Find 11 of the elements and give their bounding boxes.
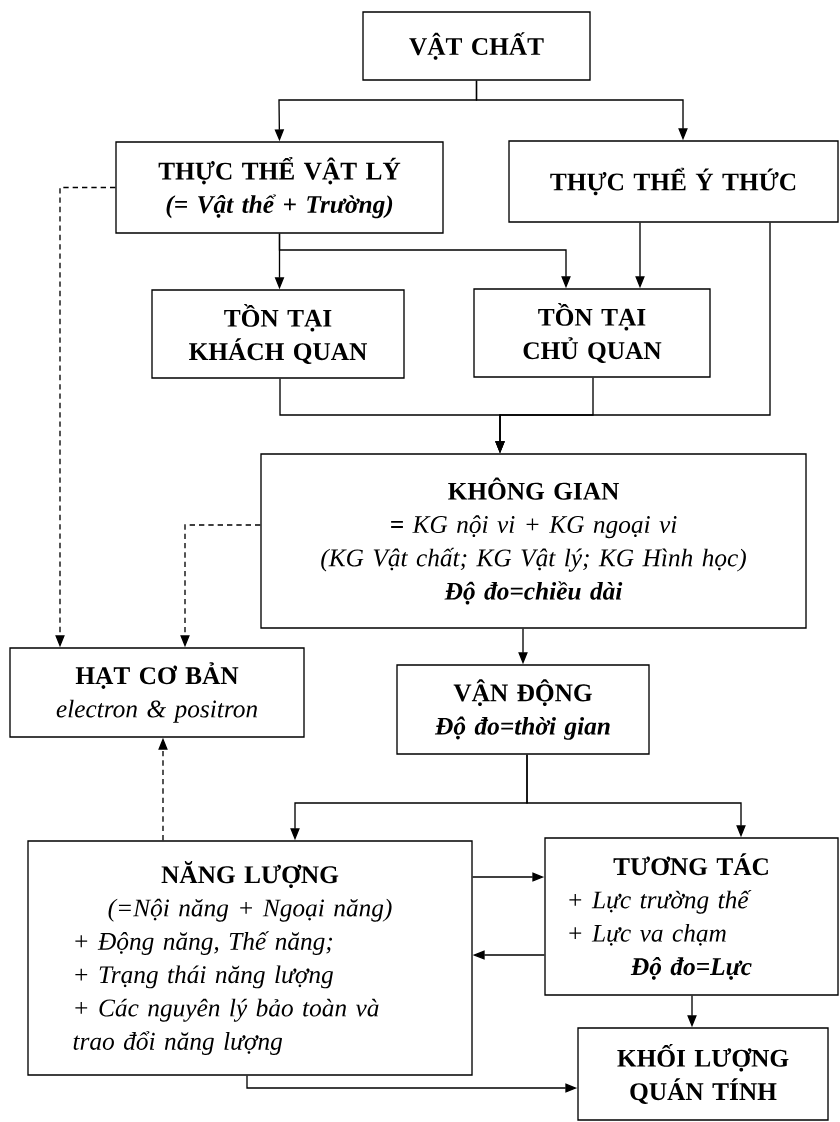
process-box: VẬT CHẤT: [362, 11, 591, 81]
process-box: THỰC THỂ VẬT LÝ (= Vật thể + Trường): [115, 141, 444, 234]
process-box: VẬN ĐỘNG Độ đo=thời gian: [396, 664, 650, 755]
process-box: TƯƠNG TÁC + Lực trường thế + Lực va chạm Độ đo=Lực: [544, 837, 839, 996]
process-box: KHỐI LƯỢNG QUÁN TÍNH: [577, 1027, 829, 1121]
process-box: TỒN TẠI CHỦ QUAN: [473, 288, 711, 378]
process-box: HẠT CƠ BẢN electron & positron: [9, 647, 305, 738]
process-box: KHÔNG GIAN = KG nội vi + KG ngoại vi (KG Vật chất; KG Vật lý; KG Hình học) Độ đo=chiều dài: [260, 453, 807, 629]
process-box: THỰC THỂ Ý THỨC: [508, 140, 839, 223]
process-box: TỒN TẠI KHÁCH QUAN: [151, 289, 405, 379]
process-box: NĂNG LƯỢNG (=Nội năng + Ngoại năng) + Động năng, Thế năng; + Trạng thái năng lượng + Các nguyên lý bảo toàn và trao đổi năng lượng: [27, 840, 473, 1076]
